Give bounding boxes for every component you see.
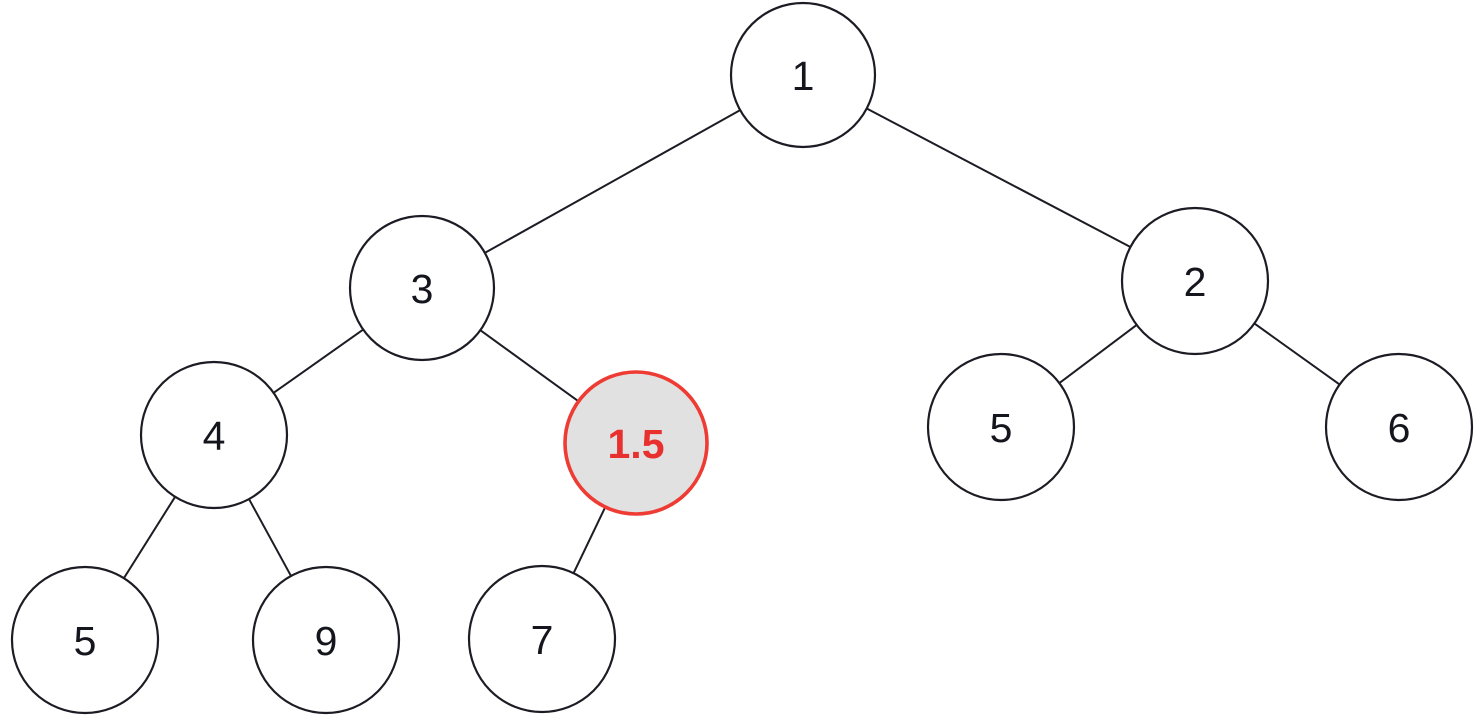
tree-edge-n3-to-n4 [273,328,364,394]
node-label-n4: 4 [203,413,226,459]
node-circle-n1[interactable] [729,1,877,149]
node-label-n5r: 5 [990,405,1013,451]
tree-node-n6[interactable]: 6 [1324,352,1474,502]
tree-edge-n1-to-n2 [866,107,1131,248]
node-label-n9: 9 [315,618,338,664]
node-circle-n15[interactable] [563,370,709,516]
tree-edge-n1-to-n3 [484,109,741,254]
tree-edge-n3-to-n15 [479,329,580,403]
tree-edge-n15-to-n7 [572,506,607,574]
tree-edge-n2-to-n6 [1253,322,1341,386]
tree-node-n5r[interactable]: 5 [926,352,1076,502]
tree-node-n1[interactable]: 1 [729,1,877,149]
tree-node-n2[interactable]: 2 [1120,206,1270,356]
node-circle-n7[interactable] [467,564,617,714]
tree-edge-n4-to-n9 [248,498,292,577]
tree-node-n4[interactable]: 4 [139,360,289,510]
node-circle-n4[interactable] [139,360,289,510]
node-layer: 1 3 2 4 1.5 5 6 5 9 7 [10,1,1474,715]
node-circle-n6[interactable] [1324,352,1474,502]
tree-node-n7[interactable]: 7 [467,564,617,714]
node-label-n7: 7 [531,617,554,663]
node-label-n5l: 5 [74,618,97,664]
node-label-n15: 1.5 [608,421,665,467]
node-circle-n5l[interactable] [10,565,160,715]
node-circle-n2[interactable] [1120,206,1270,356]
node-label-n3: 3 [411,266,434,312]
node-label-n1: 1 [792,53,815,99]
node-circle-n9[interactable] [251,565,401,715]
tree-node-n3[interactable]: 3 [348,214,496,362]
node-circle-n5r[interactable] [926,352,1076,502]
edge-layer [123,107,1341,579]
tree-edge-n4-to-n5l [123,496,176,579]
node-label-n2: 2 [1184,259,1207,305]
node-circle-n3[interactable] [348,214,496,362]
tree-node-n9[interactable]: 9 [251,565,401,715]
tree-node-n5l[interactable]: 5 [10,565,160,715]
node-label-n6: 6 [1388,405,1411,451]
tree-edge-n2-to-n5r [1058,324,1138,384]
tree-node-n15[interactable]: 1.5 [563,370,709,516]
